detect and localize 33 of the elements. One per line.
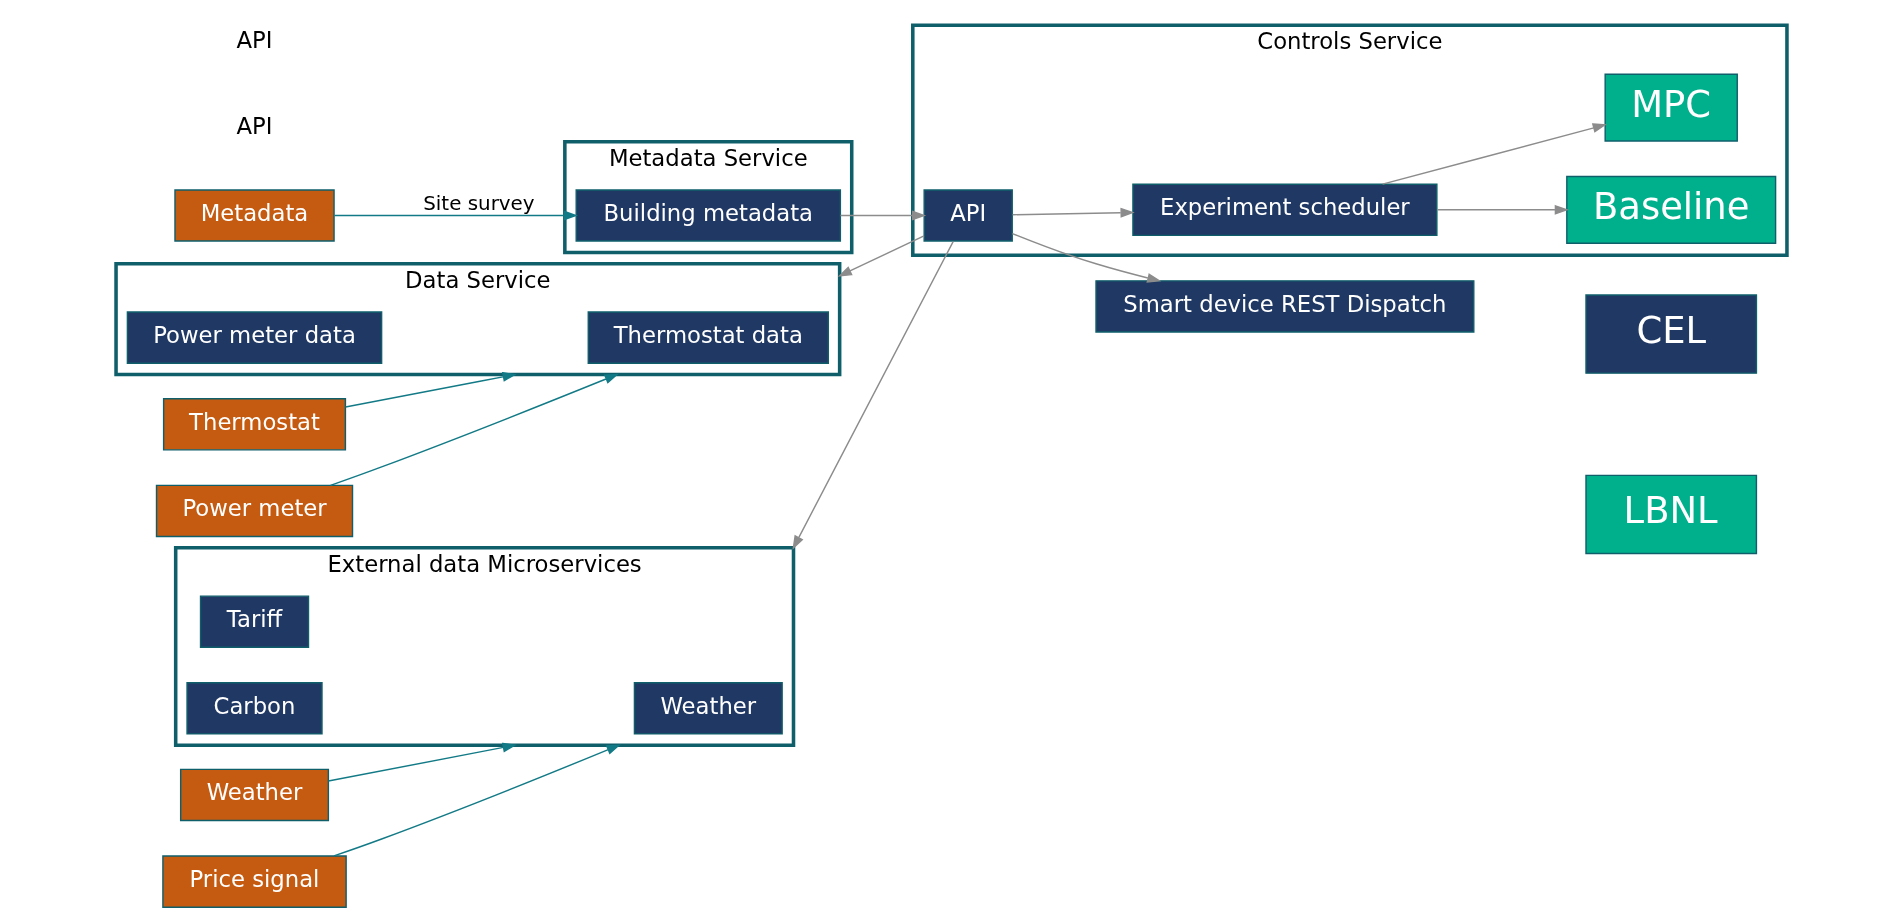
- node-box: Building metadata: [575, 189, 841, 242]
- node-box: Metadata: [173, 189, 335, 242]
- arrow: [333, 210, 578, 221]
- arrow: [329, 373, 619, 487]
- arrow: [1011, 207, 1135, 218]
- node-box: Carbon: [185, 682, 323, 735]
- arrow: [1011, 232, 1161, 283]
- node-box: Power meter: [155, 484, 353, 538]
- label: API: [236, 26, 272, 53]
- arrow: [1436, 204, 1569, 215]
- node-box: Weather: [633, 682, 783, 735]
- node-box: Tariff: [199, 595, 309, 648]
- node-box: Smart device REST Dispatch: [1094, 280, 1474, 333]
- node-box: Experiment scheduler: [1131, 183, 1438, 237]
- legend-label: CEL: [1635, 309, 1706, 353]
- arrow: [837, 235, 925, 277]
- node-box: Power meter data: [126, 311, 382, 364]
- arrow: [332, 744, 621, 857]
- node-box: Thermostat data: [587, 311, 829, 364]
- node-box: MPC: [1603, 73, 1738, 142]
- arrow: [327, 742, 517, 782]
- arrow: [344, 371, 517, 408]
- arrow: [839, 210, 926, 221]
- edge-label: Site survey: [422, 192, 535, 216]
- node-box: Baseline: [1565, 175, 1776, 244]
- node-box: Thermostat: [162, 398, 346, 451]
- arrow: [791, 240, 954, 550]
- node-box: Weather: [179, 768, 329, 822]
- legend-label: LBNL: [1623, 489, 1718, 533]
- node-box: API: [922, 189, 1013, 242]
- label: API: [236, 113, 272, 140]
- node-box: Price signal: [161, 855, 347, 908]
- arrow: [1381, 123, 1607, 185]
